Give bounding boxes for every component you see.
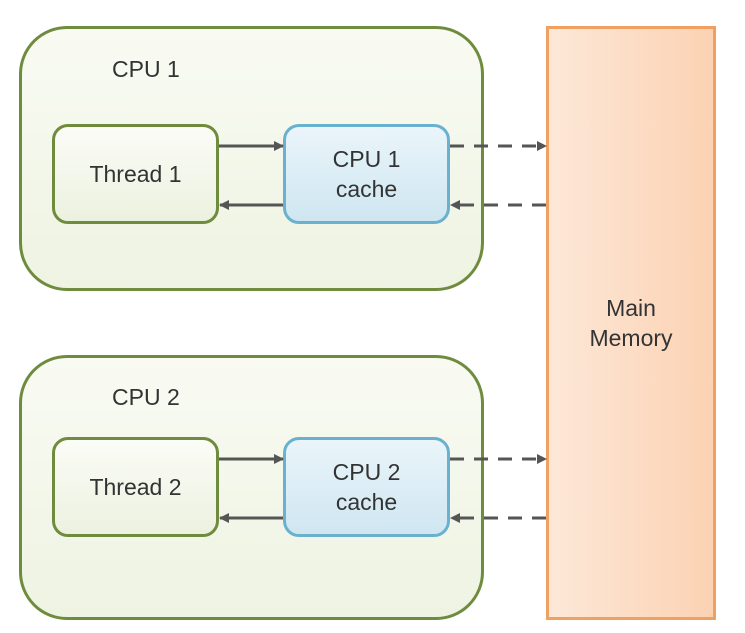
cpu-2-cache-label-line2: cache: [335, 489, 398, 515]
main-memory-label-line2: Memory: [589, 325, 673, 351]
main-memory-label-line1: Main: [606, 295, 656, 321]
cpu-2-label: CPU 2: [112, 384, 180, 410]
cpu-1-cache-label-line1: CPU 1: [332, 146, 401, 172]
cpu-2-cache-label-line1: CPU 2: [332, 459, 401, 485]
thread-2-label: Thread 2: [89, 473, 182, 500]
thread-1-label: Thread 1: [89, 160, 182, 187]
cpu-2-cache-box: CPU 2 cache: [283, 437, 450, 537]
cpu-1-cache-label-line2: cache: [335, 176, 398, 202]
cpu-1-cache-box: CPU 1 cache: [283, 124, 450, 224]
cpu-1-label: CPU 1: [112, 56, 180, 82]
main-memory-box: Main Memory: [546, 26, 716, 620]
thread-1-box: Thread 1: [52, 124, 219, 224]
thread-2-box: Thread 2: [52, 437, 219, 537]
